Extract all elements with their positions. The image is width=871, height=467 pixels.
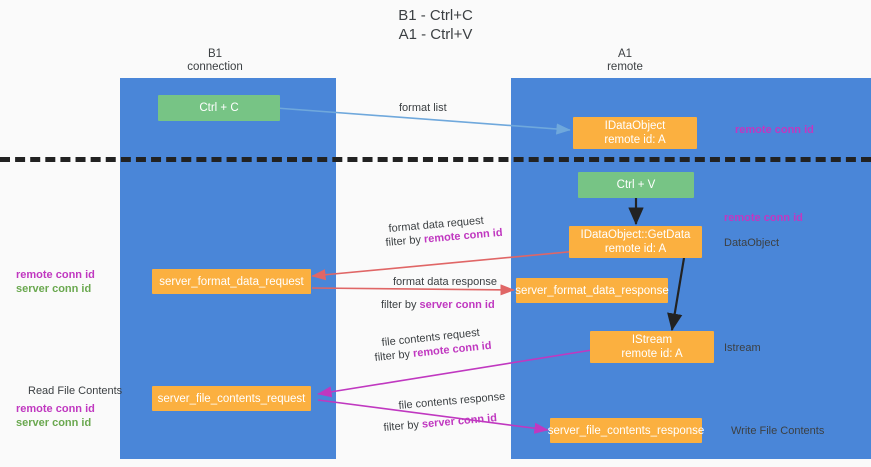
box-idataobject-getdata[interactable]: IDataObject::GetData remote id: A — [569, 226, 702, 258]
box-idataobject-line2: remote id: A — [604, 134, 666, 146]
edge-label-file-contents-response-text: file contents response — [398, 390, 506, 412]
side-label-write-file-contents: Write File Contents — [731, 425, 825, 437]
left-server-conn-id-2: server conn id — [16, 417, 92, 429]
side-label-read-file-contents: Read File Contents — [28, 385, 123, 397]
box-ctrl-v-label: Ctrl + V — [616, 179, 656, 191]
box-ctrl-c[interactable]: Ctrl + C — [158, 95, 280, 121]
side-label-conn-ids-upper: remote conn id server conn id — [16, 268, 95, 296]
side-label-conn-ids-lower: remote conn id server conn id — [16, 402, 95, 430]
filter-prefix-3: filter by — [374, 347, 414, 364]
page-title-line1: B1 - Ctrl+C — [398, 7, 473, 24]
lane-b1-sub: connection — [187, 61, 243, 73]
left-remote-conn-id-1: remote conn id — [16, 269, 95, 281]
page-title: B1 - Ctrl+C A1 - Ctrl+V — [0, 6, 871, 44]
page-title-line2: A1 - Ctrl+V — [398, 26, 473, 43]
box-ctrl-c-label: Ctrl + C — [199, 102, 239, 114]
edge-label-file-contents-response: file contents response — [398, 390, 506, 413]
box-istream-line2: remote id: A — [621, 348, 683, 360]
box-server-format-data-response-label: server_format_data_response — [515, 284, 669, 297]
box-getdata-line2: remote id: A — [604, 243, 667, 255]
side-label-istream: Istream — [724, 342, 761, 354]
edge-label-format-list: format list — [399, 102, 447, 114]
box-server-file-contents-response-label: server_file_contents_response — [547, 424, 705, 437]
section-divider — [0, 157, 871, 162]
lane-b1-name: B1 — [207, 48, 223, 60]
side-label-dataobject: DataObject — [724, 237, 780, 249]
side-label-remote-conn-id-top-text: remote conn id — [735, 124, 814, 136]
box-server-file-contents-request-label: server_file_contents_request — [157, 392, 306, 405]
left-server-conn-id-1: server conn id — [16, 283, 92, 295]
box-idataobject[interactable]: IDataObject remote id: A — [573, 117, 697, 149]
side-label-remote-conn-id-top: remote conn id — [735, 123, 814, 137]
filter-prefix-4: filter by — [383, 418, 423, 434]
lane-a1-name: A1 — [617, 48, 633, 60]
lane-title-a1: A1 remote — [560, 48, 690, 74]
box-istream[interactable]: IStream remote id: A — [590, 331, 714, 363]
side-label-remote-conn-id-mid-text: remote conn id — [724, 212, 803, 224]
filter-prefix-2: filter by — [381, 299, 420, 311]
box-server-format-data-response[interactable]: server_format_data_response — [515, 278, 669, 303]
box-istream-line1: IStream — [631, 334, 673, 346]
filter-key-server-conn-id-1: server conn id — [419, 299, 495, 311]
box-idataobject-line1: IDataObject — [604, 120, 666, 132]
edge-label-file-contents-response-filter: filter by server conn id — [383, 411, 498, 435]
edge-label-format-data-response-filter: filter by server conn id — [381, 298, 495, 312]
filter-key-server-conn-id-2: server conn id — [421, 412, 498, 431]
box-server-file-contents-request[interactable]: server_file_contents_request — [152, 386, 311, 411]
left-remote-conn-id-2: remote conn id — [16, 403, 95, 415]
box-getdata-line1: IDataObject::GetData — [580, 229, 691, 241]
box-server-format-data-request-label: server_format_data_request — [159, 275, 304, 288]
box-ctrl-v[interactable]: Ctrl + V — [578, 172, 694, 198]
lane-a1-sub: remote — [607, 61, 643, 73]
filter-prefix-1: filter by — [385, 233, 425, 249]
edge-label-format-data-response: format data response — [393, 276, 497, 288]
box-server-file-contents-response[interactable]: server_file_contents_response — [547, 418, 705, 443]
lane-title-b1: B1 connection — [150, 48, 280, 74]
side-label-remote-conn-id-mid: remote conn id — [724, 211, 803, 225]
box-server-format-data-request[interactable]: server_format_data_request — [152, 269, 311, 294]
